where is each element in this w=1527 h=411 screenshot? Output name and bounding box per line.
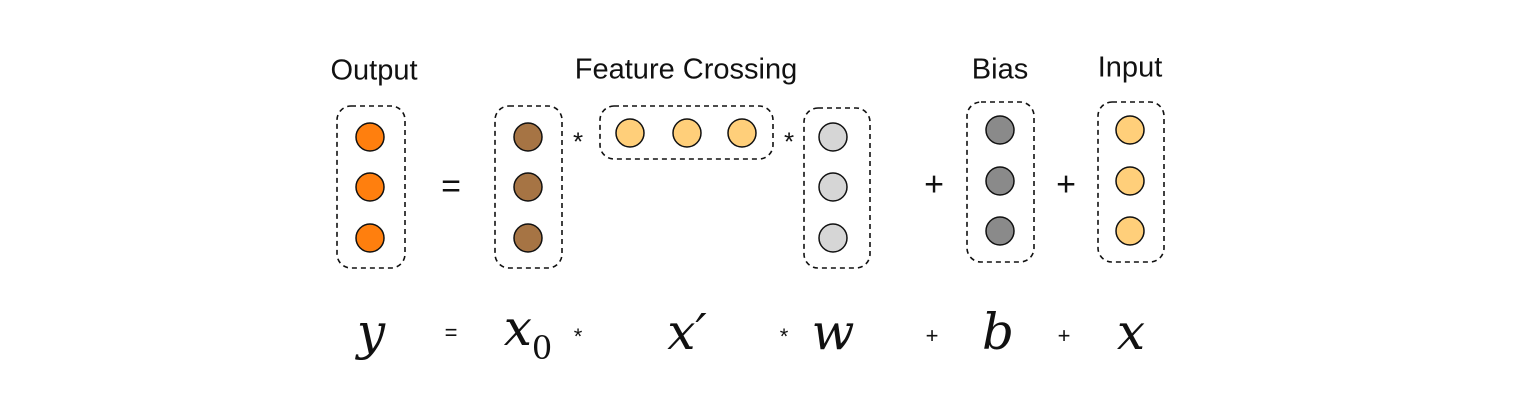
output-label: Output bbox=[330, 54, 418, 87]
formula-x0: x0 bbox=[504, 299, 553, 367]
output-vector-node-3 bbox=[355, 223, 385, 253]
x-prime-vector bbox=[599, 105, 774, 160]
formula-x-prime: x′ bbox=[667, 303, 707, 361]
w-vector-box bbox=[803, 107, 871, 269]
plus-operator-2: + bbox=[1056, 165, 1076, 204]
output-vector-box bbox=[336, 105, 406, 269]
x0-vector bbox=[494, 105, 563, 269]
x-prime-vector-node-1 bbox=[615, 118, 645, 148]
times-operator-2: * bbox=[783, 126, 795, 157]
bias-vector-box bbox=[966, 101, 1035, 263]
input-vector-box bbox=[1097, 101, 1165, 263]
x-prime-vector-box bbox=[599, 105, 774, 160]
equals-operator: = bbox=[441, 167, 461, 206]
w-vector-node-2 bbox=[818, 172, 848, 202]
w-vector-node-3 bbox=[818, 223, 848, 253]
formula-x0-subscript: 0 bbox=[531, 329, 553, 367]
input-vector-node-1 bbox=[1115, 115, 1145, 145]
output-vector-node-2 bbox=[355, 172, 385, 202]
formula-times-1: * bbox=[573, 324, 583, 349]
bias-vector-node-3 bbox=[985, 216, 1015, 246]
output-vector-node-1 bbox=[355, 122, 385, 152]
x0-vector-node-1 bbox=[513, 122, 543, 152]
formula-times-2: * bbox=[779, 324, 789, 349]
formula-b: b bbox=[981, 303, 1015, 361]
x-prime-vector-node-2 bbox=[672, 118, 702, 148]
formula-x0-base: x bbox=[503, 299, 532, 357]
w-vector bbox=[803, 107, 871, 269]
x0-vector-box bbox=[494, 105, 563, 269]
formula-x: x bbox=[1116, 303, 1146, 361]
bias-label: Bias bbox=[971, 53, 1029, 86]
formula-plus-2: + bbox=[1057, 323, 1071, 348]
input-vector bbox=[1097, 101, 1165, 263]
formula-w: w bbox=[811, 303, 855, 361]
input-vector-node-3 bbox=[1115, 216, 1145, 246]
feature-crossing-label: Feature Crossing bbox=[574, 53, 798, 86]
input-label: Input bbox=[1097, 51, 1163, 84]
times-operator-1: * bbox=[572, 126, 584, 157]
plus-operator-1: + bbox=[924, 165, 944, 204]
formula-y: y bbox=[356, 303, 386, 361]
formula-equals: = bbox=[444, 320, 458, 345]
bias-vector-node-1 bbox=[985, 115, 1015, 145]
x0-vector-node-3 bbox=[513, 223, 543, 253]
bias-vector bbox=[966, 101, 1035, 263]
x-prime-vector-node-3 bbox=[727, 118, 757, 148]
w-vector-node-1 bbox=[818, 122, 848, 152]
input-vector-node-2 bbox=[1115, 166, 1145, 196]
formula-plus-1: + bbox=[925, 323, 939, 348]
bias-vector-node-2 bbox=[985, 166, 1015, 196]
x0-vector-node-2 bbox=[513, 172, 543, 202]
output-vector bbox=[336, 105, 406, 269]
